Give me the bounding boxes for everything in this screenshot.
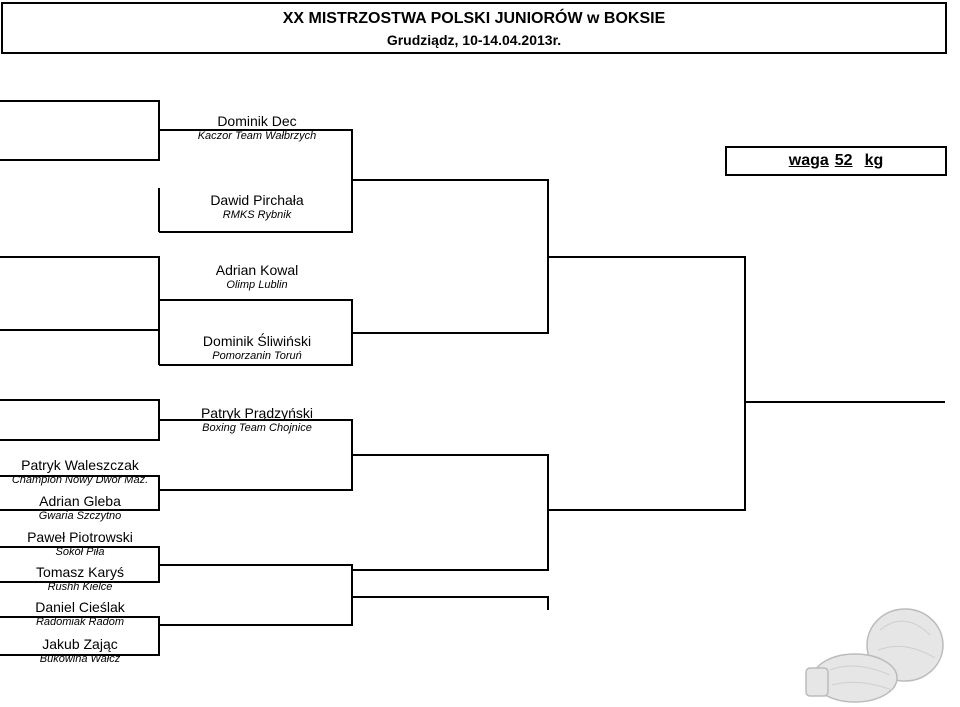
competition-date-location: Grudziądz, 10-14.04.2013r.: [386, 32, 562, 48]
fighter-name: Paweł Piotrowski: [27, 529, 133, 545]
fighter-name: Tomasz Karyś: [36, 564, 124, 580]
bracket-line: [352, 596, 549, 610]
competition-header: XX MISTRZOSTWA POLSKI JUNIORÓW w BOKSIE …: [1, 2, 947, 54]
fighter-club: Rushh Kielce: [47, 581, 113, 593]
weight-class-box: waga 52 kg: [725, 146, 947, 176]
fighter-club: RMKS Rybnik: [222, 209, 292, 221]
competition-title: XX MISTRZOSTWA POLSKI JUNIORÓW w BOKSIE: [282, 10, 666, 27]
fighter-name: Patryk Waleszczak: [21, 457, 139, 473]
fighter-name: Adrian Gleba: [39, 493, 121, 509]
fighter-name: Patryk Prądzyński: [200, 405, 314, 421]
weight-label: waga: [788, 152, 829, 169]
fighter-club: Bukowina Wałcz: [39, 653, 121, 665]
boxing-gloves-icon: [805, 608, 944, 703]
bracket-line: [352, 454, 549, 571]
bracket-line: [352, 179, 549, 334]
weight-unit: kg: [864, 152, 884, 169]
bracket-line: [0, 475, 160, 511]
fighter-entry: Dawid Pirchała RMKS Rybnik: [160, 192, 354, 222]
fighter-name: Jakub Zając: [42, 636, 118, 652]
fighter-name: Dominik Śliwiński: [202, 333, 312, 349]
fighter-club: Radomiak Radom: [35, 616, 125, 628]
fighter-name: Dominik Dec: [217, 113, 297, 129]
bracket-line: [0, 399, 160, 441]
fighter-entry: Patryk Prądzyński Boxing Team Chojnice: [160, 405, 354, 435]
fighter-entry: Dominik Śliwiński Pomorzanin Toruń: [160, 333, 354, 363]
bracket-line: [0, 100, 160, 161]
fighter-entry: Adrian Gleba Gwaria Szczytno: [0, 493, 160, 523]
fighter-club: Boxing Team Chojnice: [202, 422, 312, 434]
fighter-entry: Dominik Dec Kaczor Team Wałbrzych: [160, 113, 354, 143]
fighter-club: Champion Nowy Dwór Maz.: [11, 474, 149, 486]
fighter-name: Dawid Pirchała: [210, 192, 304, 208]
fighter-entry: Jakub Zając Bukowina Wałcz: [0, 636, 160, 666]
fighter-club: Gwaria Szczytno: [38, 510, 122, 522]
fighter-club: Sokół Piła: [55, 546, 105, 558]
bracket-line: [548, 256, 746, 511]
fighter-club: Pomorzanin Toruń: [212, 350, 302, 362]
fighter-name: Adrian Kowal: [215, 262, 299, 278]
weight-value: 52: [834, 152, 853, 169]
fighter-entry: Patryk Waleszczak Champion Nowy Dwór Maz…: [0, 457, 160, 487]
fighter-club: Kaczor Team Wałbrzych: [197, 130, 317, 142]
bracket-line: [159, 564, 353, 626]
bracket-line: [0, 256, 160, 331]
fighter-club: Olimp Lublin: [226, 279, 288, 291]
fighter-entry: Paweł Piotrowski Sokół Piła: [0, 529, 160, 559]
fighter-name: Daniel Cieślak: [35, 599, 125, 615]
fighter-entry: Adrian Kowal Olimp Lublin: [160, 262, 354, 292]
bracket-line: [0, 616, 160, 656]
fighter-entry: Daniel Cieślak Radomiak Radom: [0, 599, 160, 629]
fighter-entry: Tomasz Karyś Rushh Kielce: [0, 564, 160, 594]
